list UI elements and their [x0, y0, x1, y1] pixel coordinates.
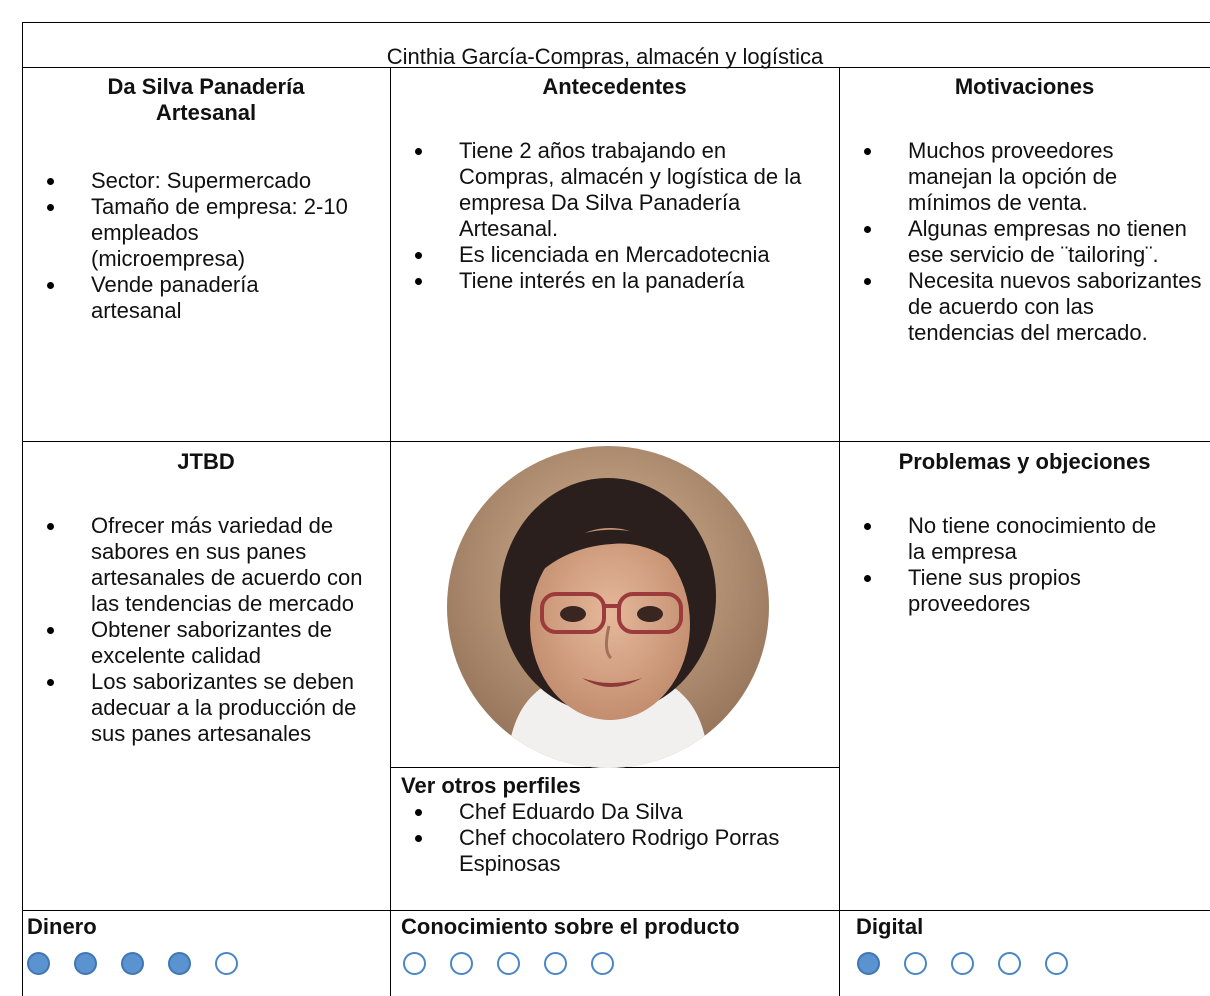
- rating-dot-empty: [544, 952, 567, 975]
- rating-money: Dinero: [22, 914, 390, 940]
- list-item: Tamaño de empresa: 2-10 empleados (micro…: [22, 194, 350, 272]
- list-item: No tiene conocimiento de la empresa: [839, 513, 1170, 565]
- rating-dot-filled: [74, 952, 97, 975]
- rating-dot-filled: [857, 952, 880, 975]
- list-item: Sector: Supermercado: [22, 168, 350, 194]
- rating-knowledge-dots: [403, 952, 638, 975]
- rating-dot-empty: [497, 952, 520, 975]
- divider-col-2: [839, 67, 840, 996]
- company-heading: Da Silva Panadería Artesanal: [107, 74, 305, 125]
- background-cell: Antecedentes Tiene 2 años trabajando en …: [390, 74, 839, 294]
- problems-cell: Problemas y objeciones No tiene conocimi…: [839, 449, 1210, 617]
- divider-header: [22, 67, 1210, 68]
- rating-dot-empty: [1045, 952, 1068, 975]
- motivations-list: Muchos proveedores manejan la opción de …: [839, 138, 1210, 346]
- rating-dot-empty: [215, 952, 238, 975]
- list-item: Tiene 2 años trabajando en Compras, alma…: [390, 138, 813, 242]
- list-item: Ofrecer más variedad de sabores en sus p…: [22, 513, 370, 617]
- divider-row-1: [22, 441, 1210, 442]
- list-item: Vende panadería artesanal: [22, 272, 350, 324]
- rating-knowledge: Conocimiento sobre el producto: [390, 914, 839, 940]
- jtbd-cell: JTBD Ofrecer más variedad de sabores en …: [22, 449, 390, 747]
- rating-dot-empty: [403, 952, 426, 975]
- other-profiles-list: Chef Eduardo Da Silva Chef chocolatero R…: [390, 799, 839, 877]
- list-item: Los saborizantes se deben adecuar a la p…: [22, 669, 370, 747]
- rating-dot-empty: [951, 952, 974, 975]
- background-list: Tiene 2 años trabajando en Compras, alma…: [390, 138, 839, 294]
- background-heading: Antecedentes: [542, 74, 687, 99]
- list-item: Obtener saborizantes de excelente calida…: [22, 617, 370, 669]
- profile-link[interactable]: Chef Eduardo Da Silva: [390, 799, 789, 825]
- divider-row-2: [22, 910, 1210, 911]
- other-profiles-heading: Ver otros perfiles: [401, 773, 581, 798]
- rating-dot-empty: [591, 952, 614, 975]
- list-item: Es licenciada en Mercadotecnia: [390, 242, 813, 268]
- rating-dot-filled: [27, 952, 50, 975]
- list-item: Tiene interés en la panadería: [390, 268, 813, 294]
- rating-dot-filled: [121, 952, 144, 975]
- border-top: [22, 22, 1210, 23]
- rating-dot-empty: [450, 952, 473, 975]
- company-list: Sector: Supermercado Tamaño de empresa: …: [22, 168, 390, 324]
- motivations-heading: Motivaciones: [954, 74, 1095, 99]
- rating-dot-empty: [904, 952, 927, 975]
- rating-money-label: Dinero: [27, 914, 97, 939]
- rating-knowledge-label: Conocimiento sobre el producto: [401, 914, 740, 939]
- jtbd-list: Ofrecer más variedad de sabores en sus p…: [22, 513, 390, 747]
- list-item: Muchos proveedores manejan la opción de …: [839, 138, 1202, 216]
- rating-digital: Digital: [839, 914, 1210, 940]
- list-item: Algunas empresas no tienen ese servicio …: [839, 216, 1202, 268]
- problems-list: No tiene conocimiento de la empresa Tien…: [839, 513, 1210, 617]
- persona-title: Cinthia García-Compras, almacén y logíst…: [386, 44, 824, 69]
- problems-heading: Problemas y objeciones: [898, 449, 1151, 474]
- rating-dot-empty: [998, 952, 1021, 975]
- divider-col-1: [390, 67, 391, 996]
- list-item: Necesita nuevos saborizantes de acuerdo …: [839, 268, 1202, 346]
- border-left: [22, 22, 23, 996]
- jtbd-heading: JTBD: [177, 449, 235, 474]
- list-item: Tiene sus propios proveedores: [839, 565, 1170, 617]
- rating-dot-filled: [168, 952, 191, 975]
- rating-digital-label: Digital: [856, 914, 924, 939]
- motivations-cell: Motivaciones Muchos proveedores manejan …: [839, 74, 1210, 346]
- rating-money-dots: [27, 952, 262, 975]
- persona-photo: [447, 446, 769, 768]
- rating-digital-dots: [857, 952, 1092, 975]
- profile-link[interactable]: Chef chocolatero Rodrigo Porras Espinosa…: [390, 825, 789, 877]
- other-profiles-cell: Ver otros perfiles Chef Eduardo Da Silva…: [390, 773, 839, 877]
- company-cell: Da Silva Panadería Artesanal Sector: Sup…: [22, 74, 390, 324]
- portrait-illustration: [447, 446, 769, 768]
